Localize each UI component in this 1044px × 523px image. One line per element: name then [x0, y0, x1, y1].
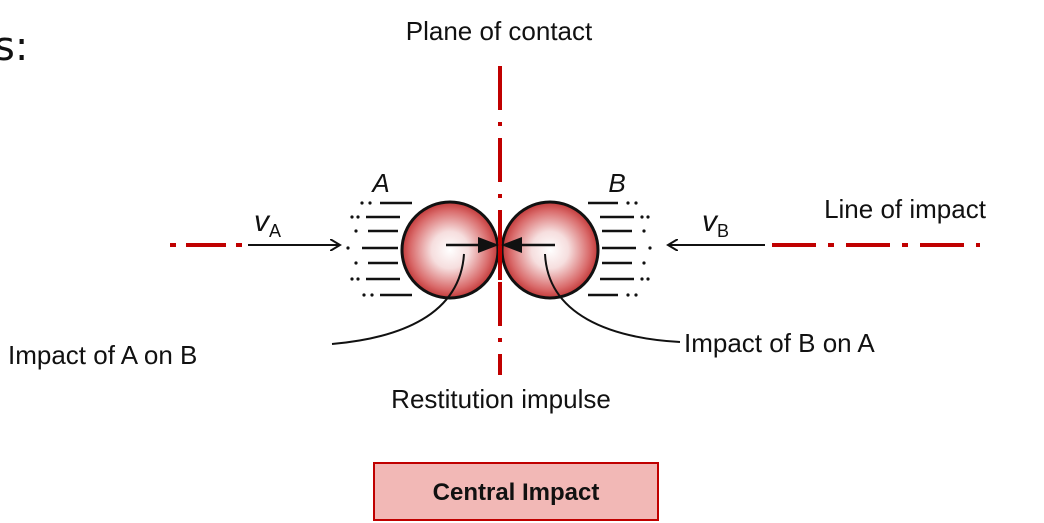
motion-lines-b: [588, 201, 636, 297]
motion-dots-b: [626, 201, 652, 297]
velocity-a-label: vA: [254, 205, 281, 241]
restitution-label: Restitution impulse: [391, 384, 611, 414]
caption-box: [373, 462, 659, 521]
leader-impact-b-on-a: [544, 253, 681, 343]
impulse-a-on-b-head: [478, 237, 499, 253]
body-b-label: B: [608, 168, 625, 198]
plane-of-contact-label: Plane of contact: [406, 16, 593, 46]
velocity-b-label: vB: [702, 205, 729, 241]
impact-b-on-a-label: Impact of B on A: [684, 328, 875, 358]
motion-dots-a: [346, 201, 374, 297]
impact-a-on-b-label: Impact of A on B: [8, 340, 197, 370]
line-of-impact-label: Line of impact: [824, 194, 987, 224]
body-a-label: A: [370, 168, 389, 198]
leader-impact-a-on-b: [331, 253, 465, 345]
caption-text: Central Impact: [433, 479, 600, 506]
impulse-b-on-a-head: [501, 237, 522, 253]
heading-fragment: s:: [0, 24, 28, 70]
motion-lines-a: [362, 201, 412, 297]
